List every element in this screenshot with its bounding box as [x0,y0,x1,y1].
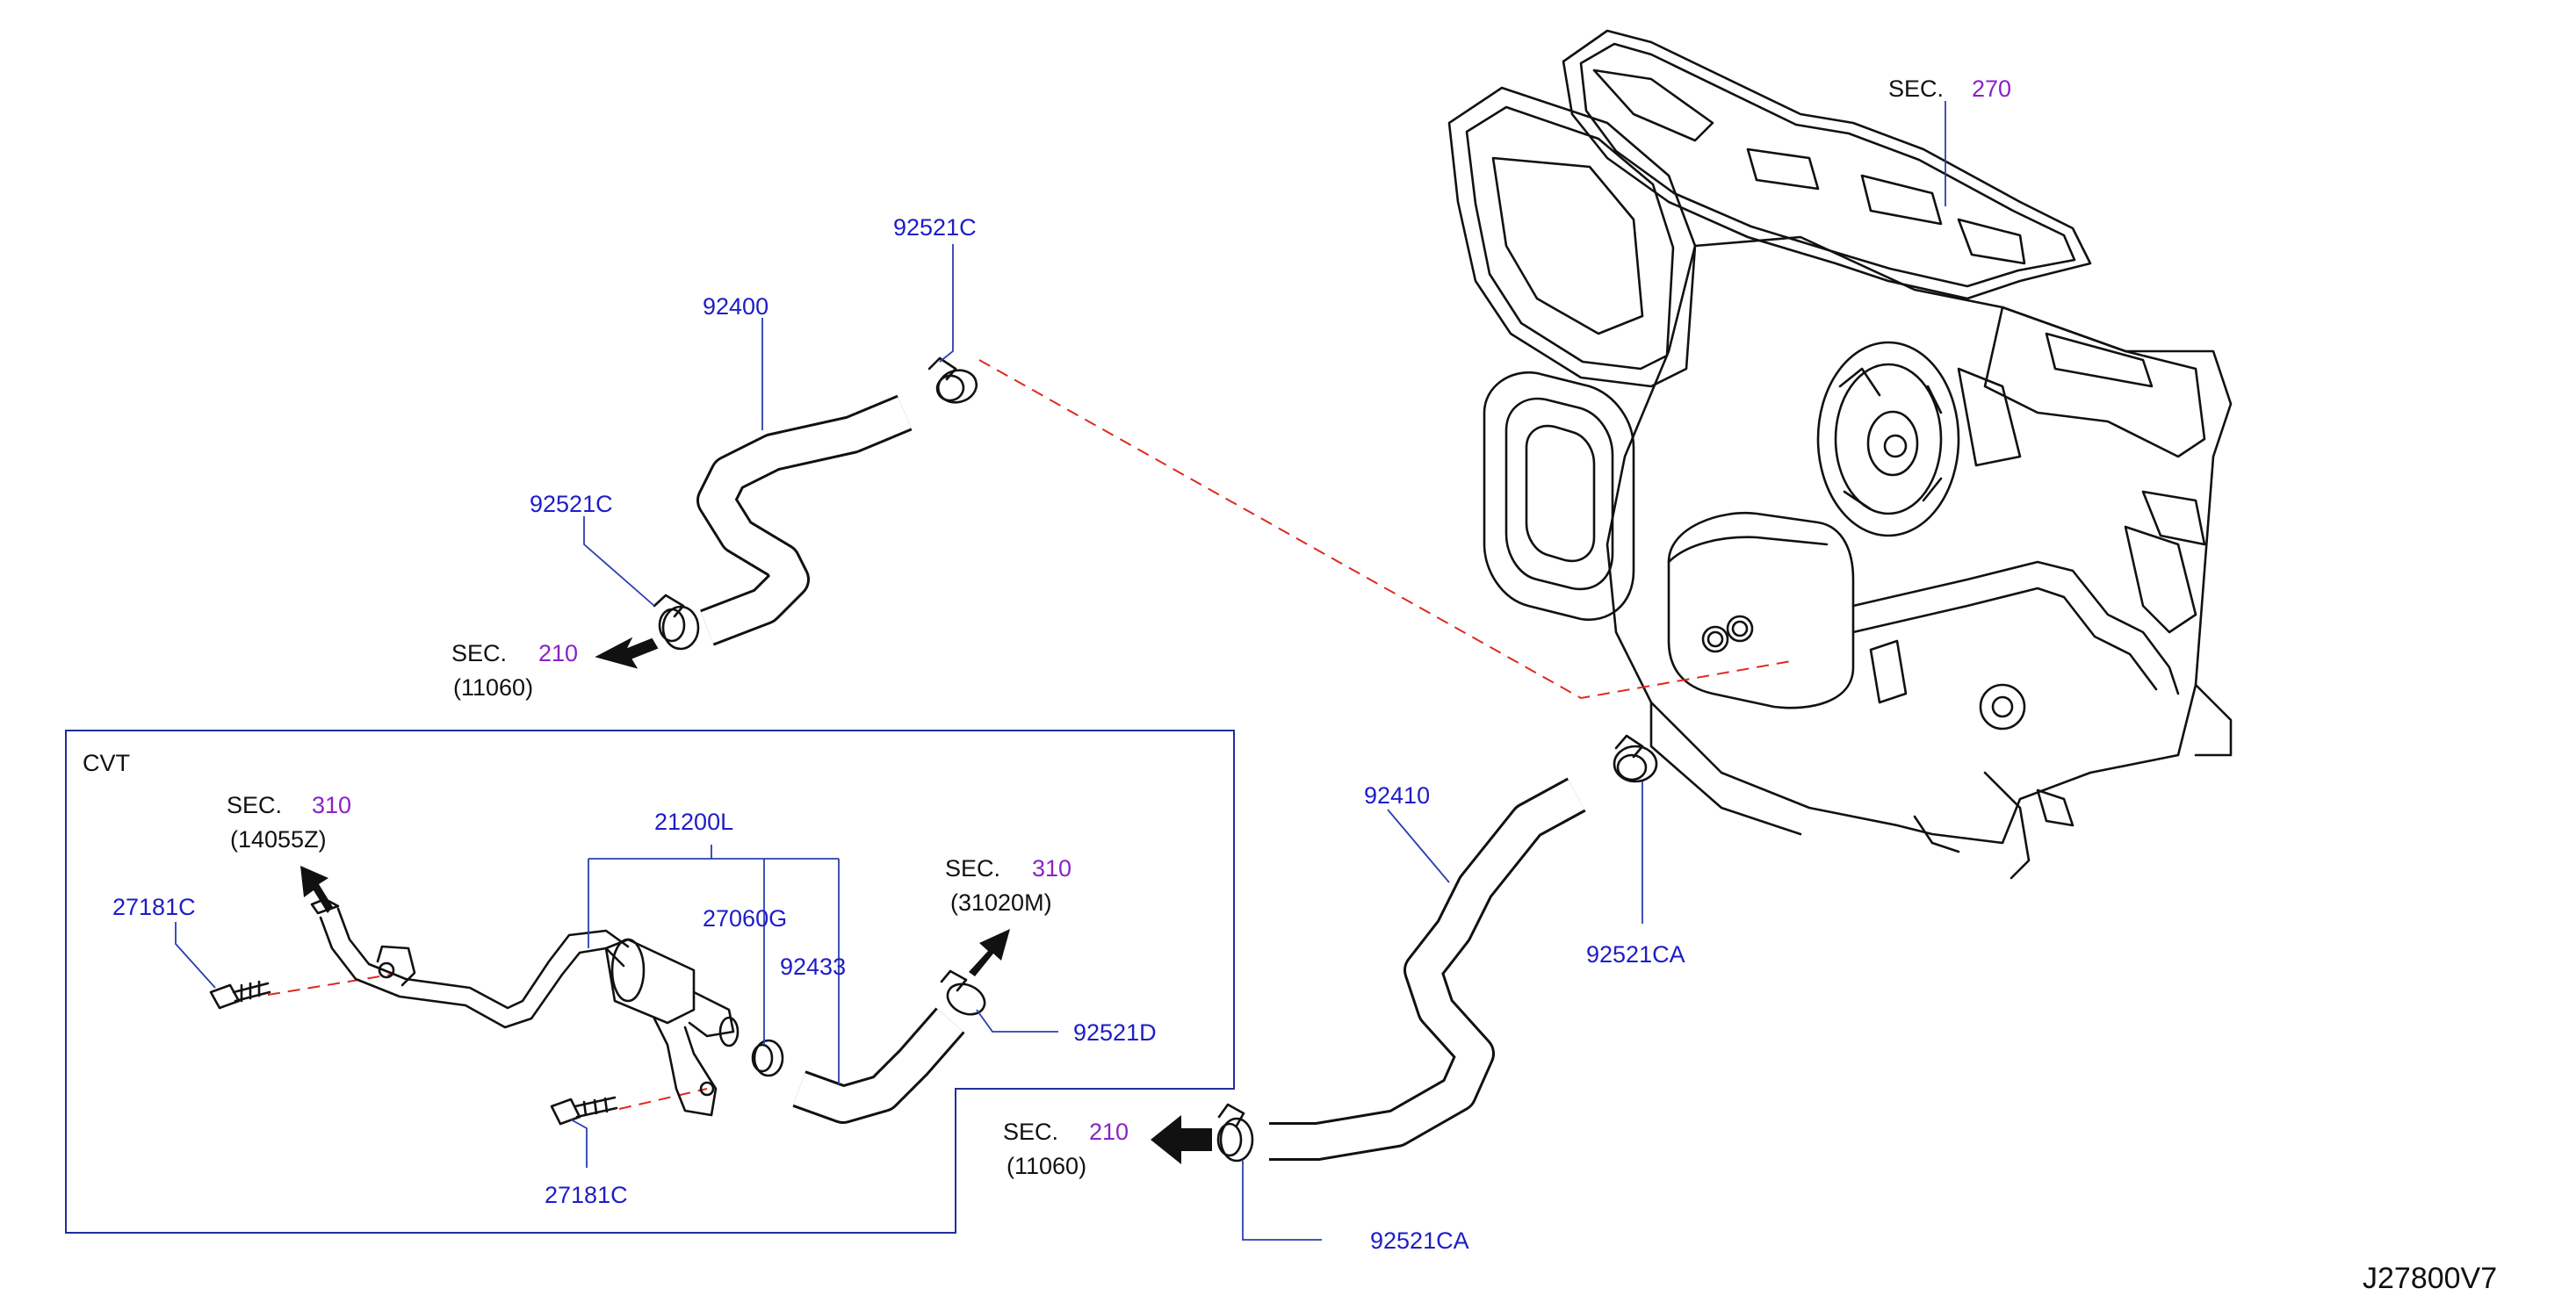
cvt-clamp-92521D [940,969,986,1016]
part-label-92410: 92410 [1364,782,1430,809]
part-label-92521CA-bottom: 92521CA [1370,1227,1469,1254]
sec270-label: SEC. [1888,76,1944,102]
cvt-pipe-assembly-21200L [310,897,740,1117]
part-label-92521D: 92521D [1073,1019,1157,1046]
hose-clamp-92521CA-right [1613,734,1658,783]
diagram-id: J27800V7 [2363,1262,2497,1295]
heater-unit-drawing [1447,29,2233,880]
sec210-lower-number: 210 [1089,1119,1129,1145]
part-label-92400: 92400 [703,293,768,320]
part-label-92521C-left: 92521C [530,491,613,517]
sec310-left-number: 310 [312,792,351,818]
hose-clamp-92521C-top [927,356,978,404]
sec210-lower-code: (11060) [1007,1153,1086,1179]
arrow-sec210-upper [595,637,659,669]
sec210-upper-number: 210 [538,640,578,666]
hose-92410 [1269,777,1586,1161]
sec210-upper-code: (11060) [453,674,533,701]
cvt-clamp-27060G [751,1039,784,1077]
alignment-lines [267,359,1797,1110]
sec310-right-label: SEC. [945,855,1000,882]
bolt-27181C-bottom [550,1096,618,1126]
leader-lines [175,101,1946,1241]
arrow-sec210-lower [1151,1115,1212,1164]
sec310-left-code: (14055Z) [230,826,327,853]
part-label-21200L: 21200L [654,809,733,835]
cvt-hose-92433 [792,1007,965,1124]
cvt-box-title: CVT [83,750,130,776]
hose-clamp-92521CA-bottom [1216,1103,1254,1163]
hose-92400 [696,394,913,646]
sec310-right-number: 310 [1032,855,1072,882]
sec270-number: 270 [1972,76,2011,102]
sec210-lower-label: SEC. [1003,1119,1058,1145]
arrow-sec310-left [300,866,333,913]
sec310-right-code: (31020M) [950,889,1052,916]
bolt-27181C-left [209,980,271,1010]
part-label-27060G: 27060G [703,905,787,932]
sec210-upper-label: SEC. [451,640,507,666]
part-label-27181C-bottom: 27181C [545,1182,628,1208]
part-label-92433: 92433 [780,954,846,980]
sec310-left-label: SEC. [227,792,282,818]
cvt-boundary-box [65,730,1235,1234]
part-label-27181C-left: 27181C [112,894,196,920]
arrow-sec310-right [969,929,1010,976]
hose-clamp-92521C-left [653,594,700,651]
part-label-92521C-top: 92521C [893,214,977,241]
part-label-92521CA-right: 92521CA [1586,941,1685,968]
